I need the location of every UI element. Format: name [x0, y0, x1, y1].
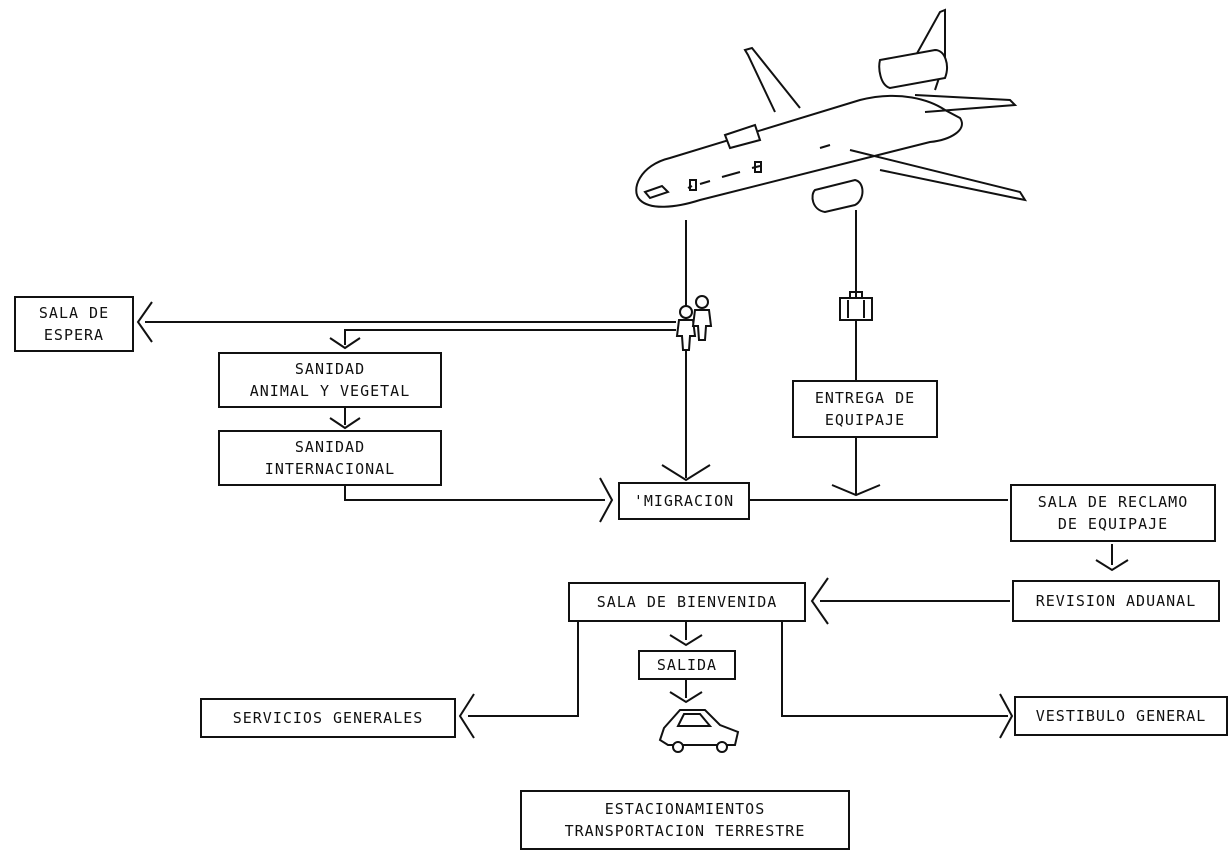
box-sanidad-internacional: SANIDAD INTERNACIONAL — [218, 430, 442, 486]
box-line: ENTREGA DE — [815, 387, 915, 409]
box-vestibulo-general: VESTIBULO GENERAL — [1014, 696, 1228, 736]
box-label: REVISION ADUANAL — [1036, 590, 1197, 612]
box-sanidad-animal-vegetal: SANIDAD ANIMAL Y VEGETAL — [218, 352, 442, 408]
box-line: INTERNACIONAL — [265, 458, 395, 480]
box-line: ANIMAL Y VEGETAL — [250, 380, 411, 402]
box-line: TRANSPORTACION TERRESTRE — [565, 820, 806, 842]
box-line: DE EQUIPAJE — [1038, 513, 1188, 535]
box-label: VESTIBULO GENERAL — [1036, 705, 1207, 727]
box-line: SANIDAD — [250, 358, 411, 380]
airplane-icon — [636, 10, 1025, 212]
box-line: EQUIPAJE — [815, 409, 915, 431]
box-label: SALA DE BIENVENIDA — [597, 591, 778, 613]
box-label: SALIDA — [657, 654, 717, 676]
box-servicios-generales: SERVICIOS GENERALES — [200, 698, 456, 738]
car-icon — [660, 710, 738, 752]
box-sala-de-espera: SALA DE ESPERA — [14, 296, 134, 352]
box-sala-de-bienvenida: SALA DE BIENVENIDA — [568, 582, 806, 622]
box-label: SERVICIOS GENERALES — [233, 707, 424, 729]
box-line: ESTACIONAMIENTOS — [565, 798, 806, 820]
box-revision-aduanal: REVISION ADUANAL — [1012, 580, 1220, 622]
box-migracion: 'MIGRACION — [618, 482, 750, 520]
passengers-icon — [677, 296, 711, 350]
box-line: SALA DE RECLAMO — [1038, 491, 1188, 513]
box-line: SANIDAD — [265, 436, 395, 458]
box-label: 'MIGRACION — [634, 490, 734, 512]
box-line: SALA DE — [39, 302, 109, 324]
box-line: ESPERA — [39, 324, 109, 346]
box-entrega-de-equipaje: ENTREGA DE EQUIPAJE — [792, 380, 938, 438]
box-estacionamientos: ESTACIONAMIENTOS TRANSPORTACION TERRESTR… — [520, 790, 850, 850]
box-sala-de-reclamo: SALA DE RECLAMO DE EQUIPAJE — [1010, 484, 1216, 542]
box-salida: SALIDA — [638, 650, 736, 680]
